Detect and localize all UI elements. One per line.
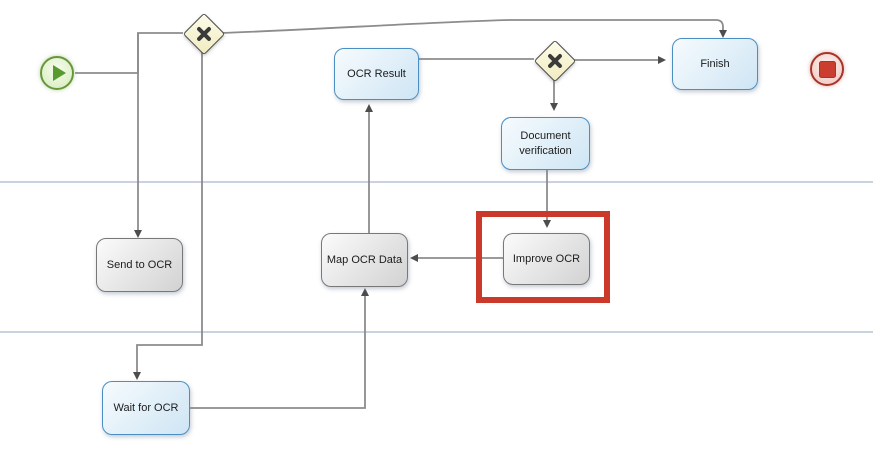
arrowhead-icon [361, 288, 369, 296]
task-finish[interactable]: Finish [672, 38, 758, 90]
task-label: Improve OCR [512, 252, 581, 265]
arrowhead-icon [410, 254, 418, 262]
arrowhead-icon [719, 30, 727, 38]
task-label: Map OCR Data [326, 253, 403, 266]
arrowhead-icon [658, 56, 666, 64]
arrowhead-icon [365, 104, 373, 112]
play-icon [52, 65, 66, 81]
stop-icon [818, 60, 836, 78]
connector-wait-for-ocr-to-map-ocr-data[interactable] [190, 296, 366, 409]
task-label: OCR Result [347, 67, 406, 80]
highlight-rectangle [476, 211, 610, 303]
task-ocr-result[interactable]: OCR Result [334, 48, 419, 100]
end-event[interactable] [810, 52, 844, 86]
connector-start-to-gateway[interactable] [75, 32, 183, 74]
task-label: Send to OCR [106, 258, 173, 271]
task-label: Wait for OCR [113, 401, 179, 414]
arrowhead-icon [133, 372, 141, 380]
arrowhead-icon [134, 230, 142, 238]
task-wait-for-ocr[interactable]: Wait for OCR [102, 381, 190, 435]
task-label: Document verification [519, 129, 572, 157]
task-send-to-ocr[interactable]: Send to OCR [96, 238, 183, 292]
task-map-ocr-data[interactable]: Map OCR Data [321, 233, 408, 287]
connector-gateway-to-wait-for-ocr[interactable] [136, 52, 203, 372]
task-label: Finish [700, 57, 730, 70]
arrowhead-icon [543, 220, 551, 228]
task-document-verification[interactable]: Document verification [501, 117, 590, 170]
arrowhead-icon [550, 103, 558, 111]
task-improve-ocr[interactable]: Improve OCR [503, 233, 590, 285]
connector-gateway-to-finish[interactable] [220, 19, 724, 34]
start-event[interactable] [40, 56, 74, 90]
